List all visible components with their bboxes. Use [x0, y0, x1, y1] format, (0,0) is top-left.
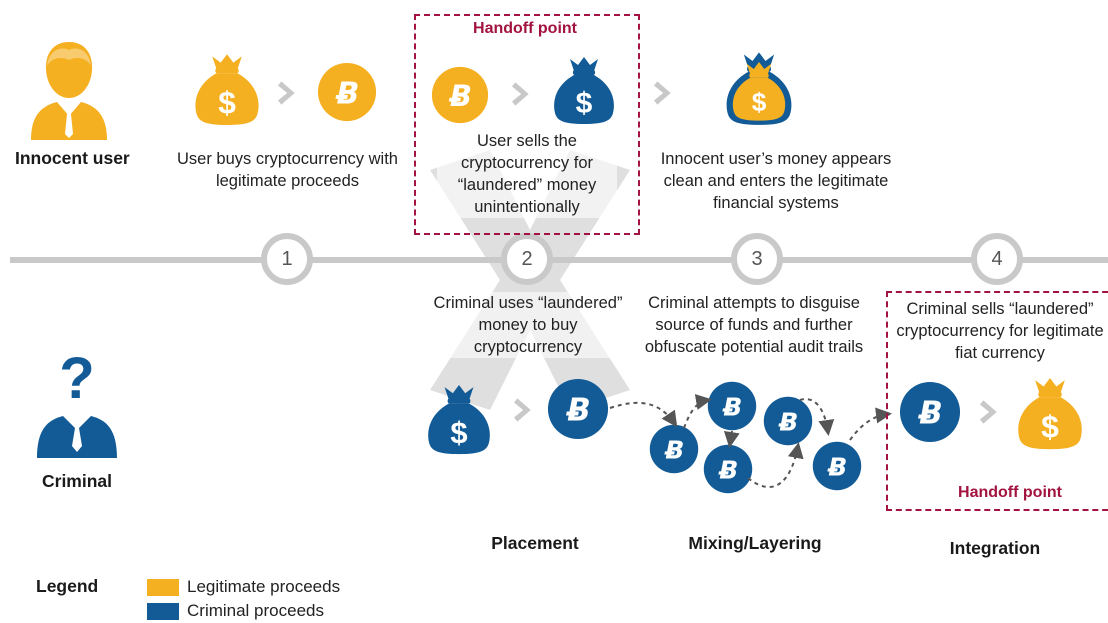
bitcoin-coin-icon: [431, 66, 489, 124]
step-2: 2: [501, 233, 553, 285]
criminal-label: Criminal: [42, 471, 113, 491]
money-bag-icon: [554, 57, 614, 124]
person-icon: [31, 42, 107, 140]
legend-legitimate-label: Legitimate proceeds: [187, 577, 341, 596]
clean-description: Innocent user’s money appears clean and …: [660, 150, 892, 212]
sells-description: Criminal sells “laundered” cryptocurrenc…: [896, 300, 1104, 362]
money-bag-icon: [428, 385, 490, 455]
sell-description: User sells the cryptocurrency for “laund…: [437, 130, 617, 218]
stage-mixing: Mixing/Layering: [688, 533, 822, 553]
disguise-description: Criminal attempts to disguise source of …: [644, 294, 864, 356]
bitcoin-coin-icon: [317, 62, 377, 122]
legend-swatch-criminal: [147, 603, 179, 620]
step-3: 3: [731, 233, 783, 285]
bitcoin-coin-icon: [703, 444, 753, 494]
criminal-person-icon: ?: [37, 346, 117, 458]
bitcoin-coin-icon: [707, 381, 757, 431]
bitcoin-coin-icon: [649, 424, 699, 474]
bitcoin-coin-icon: [812, 441, 862, 491]
money-bag-icon: [1018, 378, 1082, 450]
legend-swatch-legitimate: [147, 579, 179, 596]
timeline-line: [10, 257, 1108, 263]
stage-placement: Placement: [491, 533, 579, 553]
chevron-right-icon: [654, 81, 671, 105]
chevron-right-icon: [512, 82, 529, 106]
handoff-box-top: [414, 14, 640, 235]
handoff-label-top: Handoff point: [473, 20, 577, 37]
chevron-right-icon: [278, 81, 295, 105]
handoff-label-bottom: Handoff point: [958, 484, 1062, 501]
svg-text:?: ?: [59, 346, 94, 411]
money-bag-icon: [195, 54, 259, 125]
stage-integration: Integration: [949, 538, 1041, 558]
legend-title: Legend: [36, 576, 99, 596]
chevron-right-icon: [514, 398, 531, 422]
bitcoin-coin-icon: [763, 396, 813, 446]
handoff-box-bottom: [886, 291, 1108, 511]
bitcoin-coin-icon: [547, 378, 609, 440]
buy-description: User buys cryptocurrency with legitimate…: [177, 150, 398, 190]
uses-description: Criminal uses “laundered” money to buy c…: [428, 292, 628, 358]
bitcoin-coin-icon: [899, 381, 961, 443]
step-1: 1: [261, 233, 313, 285]
step-4: 4: [971, 233, 1023, 285]
money-bag-icon: [732, 62, 786, 121]
legend-criminal-label: Criminal proceeds: [187, 601, 324, 620]
innocent-user-label: Innocent user: [15, 148, 130, 168]
chevron-right-icon: [980, 400, 997, 424]
